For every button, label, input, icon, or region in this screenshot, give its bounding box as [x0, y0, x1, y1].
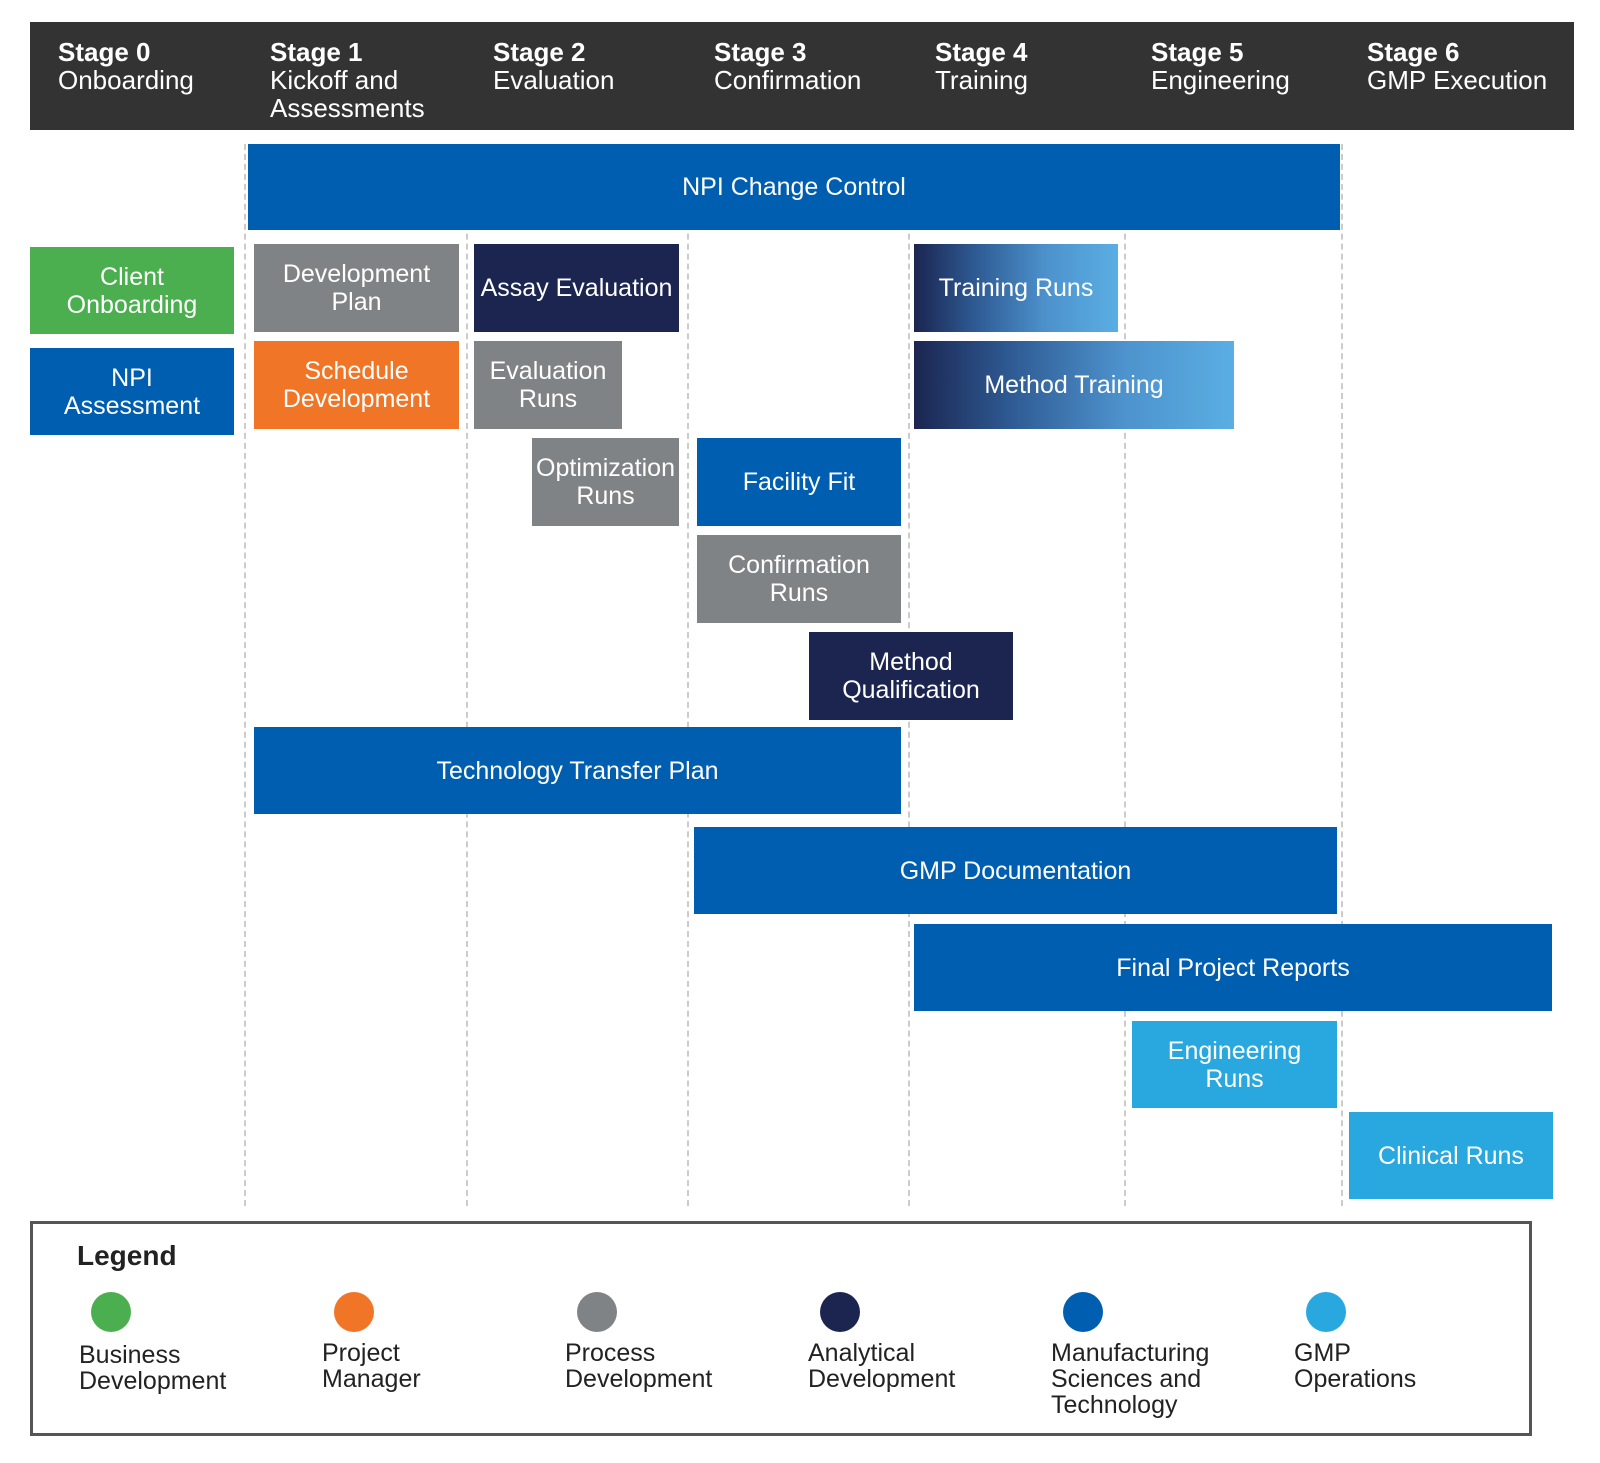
legend-dot-icon	[577, 1292, 617, 1332]
stage-divider	[1341, 144, 1343, 1206]
stage-number: Stage 6	[1367, 37, 1460, 67]
stage-name: Training	[935, 65, 1028, 95]
task-method-qualification: Method Qualification	[809, 632, 1013, 720]
legend-label: Business Development	[79, 1341, 227, 1395]
stage-header: Stage 0 Onboarding Stage 1 Kickoff and A…	[30, 22, 1574, 130]
stage-divider	[244, 144, 246, 1206]
legend-dot-icon	[1306, 1292, 1346, 1332]
task-npi-change-control: NPI Change Control	[248, 144, 1340, 230]
legend-item-process-development: Process Development	[565, 1292, 795, 1392]
legend-label: Analytical Development	[808, 1339, 956, 1393]
task-training-runs: Training Runs	[914, 244, 1118, 332]
stage-name: GMP Execution	[1367, 65, 1548, 95]
legend: Legend Business Development Project Mana…	[30, 1221, 1532, 1436]
task-development-plan: Development Plan	[254, 244, 459, 332]
stage-6: Stage 6 GMP Execution	[1367, 38, 1547, 94]
task-confirmation-runs: Confirmation Runs	[697, 535, 901, 623]
legend-dot-icon	[1063, 1292, 1103, 1332]
task-engineering-runs: Engineering Runs	[1132, 1021, 1337, 1108]
legend-label: GMP Operations	[1294, 1339, 1417, 1393]
stage-number: Stage 3	[714, 37, 807, 67]
stage-name: Kickoff and Assessments	[270, 65, 425, 123]
task-gmp-documentation: GMP Documentation	[694, 827, 1337, 914]
stage-name: Evaluation	[493, 65, 615, 95]
task-client-onboarding: Client Onboarding	[30, 247, 234, 334]
legend-item-business-development: Business Development	[79, 1292, 309, 1394]
legend-title: Legend	[77, 1240, 177, 1271]
task-evaluation-runs: Evaluation Runs	[474, 341, 622, 429]
legend-item-manufacturing-sciences: Manufacturing Sciences and Technology	[1051, 1292, 1281, 1418]
task-schedule-development: Schedule Development	[254, 341, 459, 429]
task-final-project-reports: Final Project Reports	[914, 924, 1552, 1011]
stage-3: Stage 3 Confirmation	[714, 38, 861, 94]
stage-name: Confirmation	[714, 65, 862, 95]
stage-divider	[466, 144, 468, 1206]
stage-number: Stage 0	[58, 37, 151, 67]
legend-dot-icon	[334, 1292, 374, 1332]
legend-dot-icon	[820, 1292, 860, 1332]
task-technology-transfer-plan: Technology Transfer Plan	[254, 727, 901, 814]
stage-number: Stage 5	[1151, 37, 1244, 67]
stage-number: Stage 1	[270, 37, 363, 67]
stage-divider	[687, 144, 689, 1206]
legend-label: Process Development	[565, 1339, 713, 1393]
legend-label: Project Manager	[322, 1339, 421, 1393]
task-facility-fit: Facility Fit	[697, 438, 901, 526]
legend-item-gmp-operations: GMP Operations	[1294, 1292, 1524, 1392]
stage-5: Stage 5 Engineering	[1151, 38, 1290, 94]
task-npi-assessment: NPI Assessment	[30, 348, 234, 435]
stage-name: Onboarding	[58, 65, 194, 95]
task-clinical-runs: Clinical Runs	[1349, 1112, 1553, 1199]
legend-dot-icon	[91, 1292, 131, 1332]
task-assay-evaluation: Assay Evaluation	[474, 244, 679, 332]
stage-divider	[1124, 144, 1126, 1206]
stage-4: Stage 4 Training	[935, 38, 1028, 94]
task-optimization-runs: Optimization Runs	[532, 438, 679, 526]
stage-2: Stage 2 Evaluation	[493, 38, 614, 94]
stage-1: Stage 1 Kickoff and Assessments	[270, 38, 425, 122]
stage-name: Engineering	[1151, 65, 1290, 95]
stage-number: Stage 4	[935, 37, 1028, 67]
stage-0: Stage 0 Onboarding	[58, 38, 194, 94]
legend-item-analytical-development: Analytical Development	[808, 1292, 1038, 1392]
task-method-training: Method Training	[914, 341, 1234, 429]
legend-label: Manufacturing Sciences and Technology	[1051, 1339, 1210, 1419]
stage-number: Stage 2	[493, 37, 586, 67]
legend-item-project-manager: Project Manager	[322, 1292, 552, 1392]
